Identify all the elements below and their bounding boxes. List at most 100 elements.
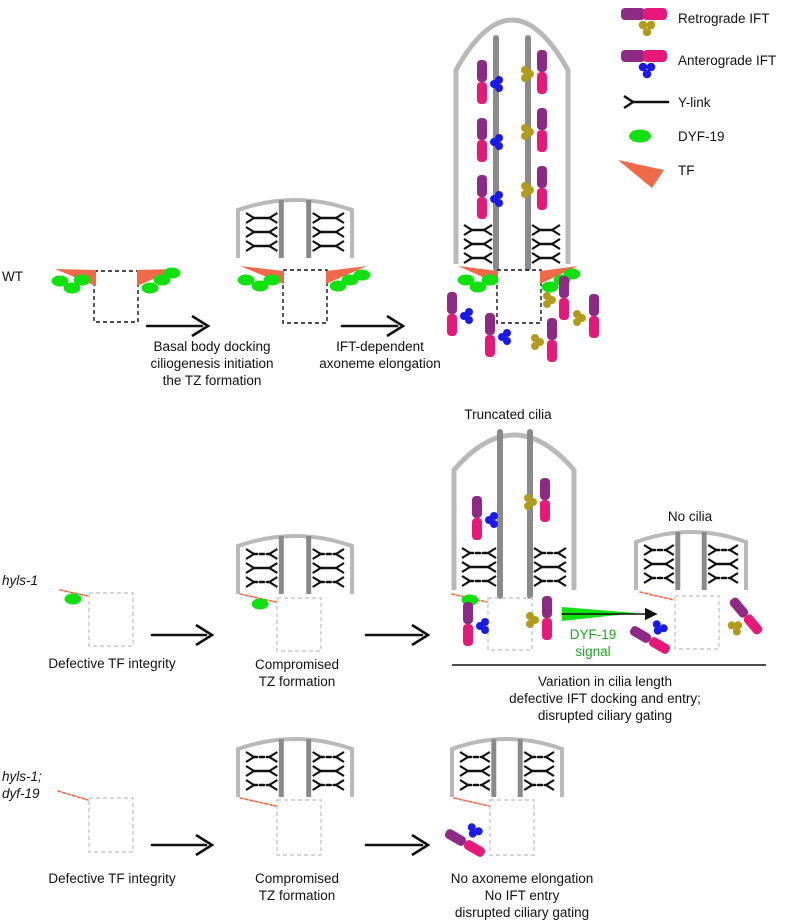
- y-link-fork-right: [333, 548, 345, 560]
- y-link-fork-right: [267, 779, 278, 791]
- dyf19-icon: [263, 274, 281, 286]
- y-link-fork-right: [555, 547, 567, 559]
- process-arrow-head: [411, 833, 431, 857]
- dyf19-icon: [64, 593, 82, 605]
- ift-particle-a: [542, 596, 552, 618]
- legend-anterograde-icon: [621, 50, 667, 79]
- motor-head: [495, 134, 503, 142]
- dyf19-icon: [141, 282, 159, 294]
- dyf19-icon: [51, 275, 69, 287]
- y-link: [461, 547, 497, 559]
- retrograde-ift-icon: [573, 294, 599, 338]
- y-link: [461, 575, 497, 587]
- double-col3-line2: No IFT entry: [484, 888, 560, 903]
- y-link-fork-right: [555, 575, 567, 587]
- y-link-fork-left: [459, 751, 471, 763]
- y-link: [459, 765, 491, 777]
- y-link: [463, 238, 493, 250]
- ift-particle-b: [463, 840, 486, 857]
- legend-label-ylink: Y-link: [678, 95, 711, 110]
- y-link: [531, 252, 561, 264]
- wt-step1-line3: the TZ formation: [162, 373, 262, 388]
- tf-remnant: [453, 797, 490, 807]
- motor-head: [521, 124, 529, 132]
- transition-zone: [634, 530, 748, 590]
- y-link: [463, 252, 493, 264]
- y-link: [312, 240, 345, 252]
- motor-head: [652, 620, 661, 629]
- basal-body: [282, 269, 328, 324]
- dyf19-icon: [251, 598, 269, 610]
- y-link-fork-left: [643, 572, 655, 584]
- y-link-fork-right: [333, 240, 345, 252]
- double-col1-label: Defective TF integrity: [48, 871, 176, 886]
- motor-head: [490, 520, 498, 528]
- y-link-fork-left: [533, 575, 545, 587]
- ift-particle-a: [477, 175, 487, 197]
- motor-head: [646, 62, 656, 72]
- y-link-fork-left: [533, 547, 545, 559]
- y-link-fork-right: [267, 240, 278, 252]
- y-link-fork-right: [479, 779, 491, 791]
- legend-label-tf: TF: [678, 163, 695, 178]
- ift-particle-b: [447, 314, 457, 336]
- y-link-fork-right: [267, 212, 278, 224]
- y-link: [312, 226, 345, 238]
- legend-tf-icon: [618, 160, 664, 188]
- ift-particle-b: [743, 614, 763, 635]
- transition-zone: [236, 534, 354, 594]
- y-link-fork-left: [533, 561, 545, 573]
- tf-remnant: [639, 591, 675, 601]
- y-link: [707, 572, 739, 584]
- y-link-fork-left: [312, 576, 323, 588]
- y-link: [312, 765, 345, 777]
- y-link-fork-right: [727, 558, 739, 570]
- y-link-fork-left: [463, 224, 475, 236]
- basal-body: [276, 799, 322, 856]
- dyf19-signal-line1: DYF-19: [569, 627, 617, 642]
- motor-head: [521, 74, 529, 82]
- wt-step2-line1: IFT-dependent: [336, 339, 424, 354]
- motor-head: [642, 27, 652, 37]
- retrograde-ift-icon: [521, 166, 547, 210]
- motor-head: [642, 69, 652, 79]
- ift-particle-b: [537, 188, 547, 210]
- motor-head: [490, 512, 498, 520]
- retrograde-ift-icon: [524, 478, 550, 522]
- motor-head: [727, 621, 736, 630]
- y-link-fork-left: [245, 779, 257, 791]
- y-link-fork-left: [312, 765, 323, 777]
- y-link-fork-right: [267, 751, 278, 763]
- anterograde-ift-icon: [463, 602, 489, 646]
- y-link-fork-right: [663, 572, 675, 584]
- basal-body: [489, 799, 535, 856]
- y-link-fork-right: [333, 765, 345, 777]
- ift-particle-b: [559, 298, 569, 320]
- hyls1-col2-line1: Compromised: [254, 657, 340, 672]
- legend-label-retrograde: Retrograde IFT: [678, 11, 770, 26]
- dyf19-icon: [73, 274, 91, 286]
- dyf19-icon: [457, 274, 475, 286]
- y-link-fork-right: [481, 224, 493, 236]
- double-col2-line1: Compromised: [254, 871, 340, 886]
- y-link: [533, 547, 567, 559]
- y-link: [643, 572, 675, 584]
- ift-particle-b: [643, 8, 667, 20]
- ift-particle-a: [559, 276, 569, 298]
- basal-body: [487, 597, 533, 651]
- motor-head: [646, 20, 656, 30]
- y-link-fork-left: [461, 561, 473, 573]
- y-link-fork-left: [707, 558, 719, 570]
- y-link-fork-right: [333, 751, 345, 763]
- anterograde-ift-icon: [629, 620, 671, 654]
- y-link-fork-right: [485, 575, 497, 587]
- y-link: [533, 575, 567, 587]
- row-label-hyls1: hyls-1: [2, 573, 39, 588]
- y-link-fork-right: [479, 751, 491, 763]
- y-link-fork-right: [333, 212, 345, 224]
- dyf19-signal-line2: signal: [575, 644, 611, 659]
- motor-head: [526, 612, 534, 620]
- ciliary-membrane: [236, 534, 354, 594]
- y-link-fork-left: [312, 240, 323, 252]
- dyf19-icon: [163, 267, 181, 279]
